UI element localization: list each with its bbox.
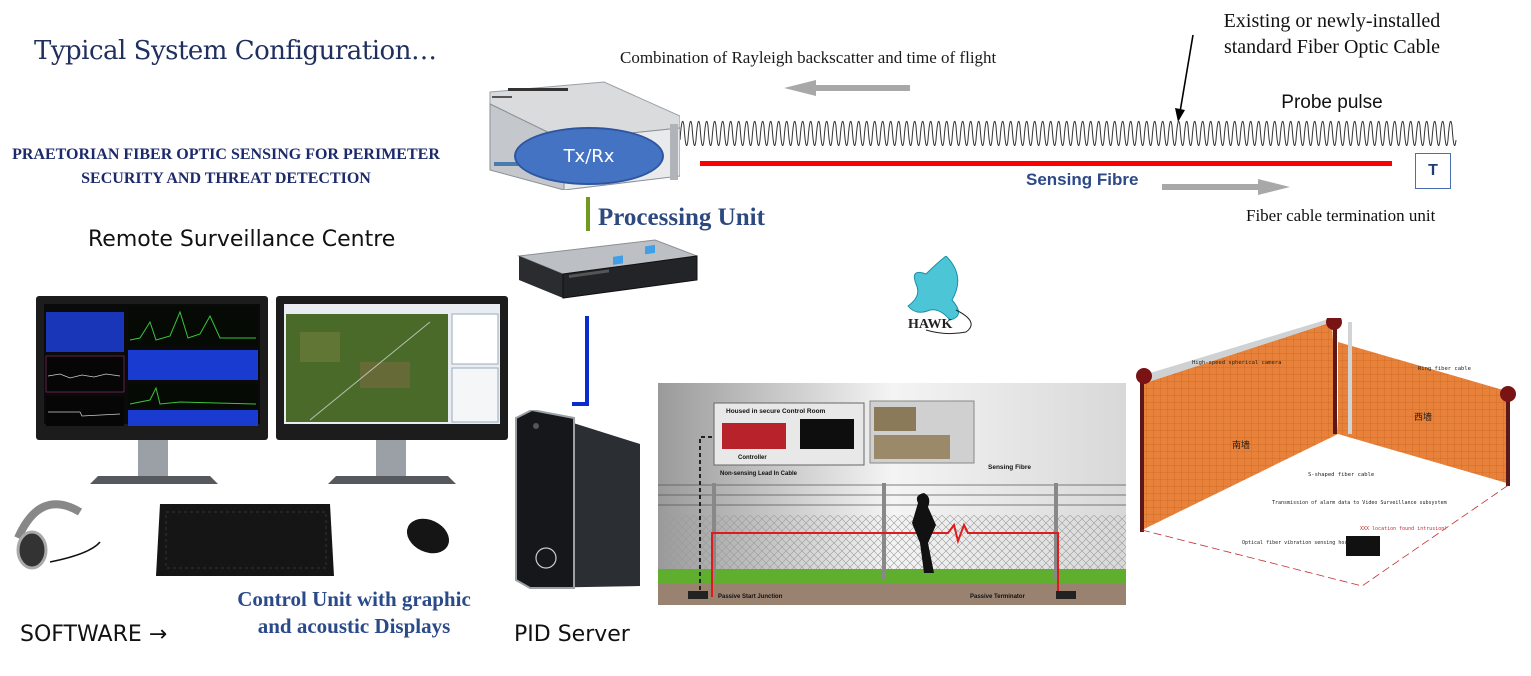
intrusion-alert-label: XXX location found intrusion! bbox=[1360, 526, 1447, 532]
south-wall-label: 南墙 bbox=[1232, 439, 1250, 451]
keyboard bbox=[156, 504, 334, 576]
cable-pointer-arrow-icon bbox=[1175, 34, 1194, 122]
txrx-ellipse: Tx/Rx bbox=[514, 127, 664, 185]
processing-unit-label: Processing Unit bbox=[598, 204, 765, 231]
terminator-label: Passive Terminator bbox=[970, 594, 1026, 600]
fence-diagram: Housed in secure Control Room Controller… bbox=[658, 383, 1126, 605]
sensing-host-label: Optical fiber vibration sensing host bbox=[1242, 540, 1350, 546]
processing-accent-bar bbox=[586, 197, 590, 231]
processing-server bbox=[517, 239, 698, 299]
transmission-label: Transmission of alarm data to Video Surv… bbox=[1272, 500, 1447, 506]
sensing-host-icon bbox=[1346, 536, 1380, 556]
probe-pulse-label: Probe pulse bbox=[1281, 92, 1383, 113]
control-unit-label: Control Unit with graphic and acoustic D… bbox=[237, 587, 471, 638]
slide-subtitle: PRAETORIAN FIBER OPTIC SENSING FOR PERIM… bbox=[12, 146, 440, 187]
mouse bbox=[406, 518, 450, 554]
control-room-label: Housed in secure Control Room bbox=[726, 408, 826, 415]
termination-unit-label: Fiber cable termination unit bbox=[1246, 206, 1436, 225]
probe-pulse-wave bbox=[679, 120, 1457, 147]
left-monitor bbox=[36, 296, 268, 484]
non-sensing-label: Non-sensing Lead In Cable bbox=[720, 471, 798, 477]
backscatter-label: Combination of Rayleigh backscatter and … bbox=[620, 48, 997, 67]
west-wall-label: 西墙 bbox=[1414, 411, 1432, 423]
sensing-arrow-icon bbox=[1162, 179, 1290, 195]
intruder-icon bbox=[912, 493, 936, 573]
connector-line-vertical bbox=[585, 316, 589, 406]
sensing-fibre-label: Sensing Fibre bbox=[1026, 170, 1139, 189]
camera-label: High-speed spherical camera bbox=[1192, 360, 1281, 366]
hawk-logo-text: HAWK bbox=[908, 317, 952, 332]
s-shaped-cable-label: S-shaped fiber cable bbox=[1308, 472, 1374, 478]
backscatter-arrow-icon bbox=[784, 80, 910, 96]
headphones bbox=[14, 500, 101, 570]
pid-server-label: PID Server bbox=[514, 622, 630, 647]
connector-line-horizontal bbox=[572, 402, 589, 406]
termination-box: T bbox=[1415, 153, 1451, 189]
fence-sensing-fibre-label: Sensing Fibre bbox=[988, 464, 1031, 471]
controller-label: Controller bbox=[738, 455, 767, 461]
start-junction-label: Passive Start Junction bbox=[718, 594, 783, 600]
wall-perimeter-diagram: High-speed spherical camera Ring fiber c… bbox=[1132, 318, 1528, 608]
fiber-cable-label: Existing or newly-installed standard Fib… bbox=[1223, 10, 1441, 58]
pid-server-tower bbox=[515, 410, 640, 589]
software-label: SOFTWARE → bbox=[20, 622, 168, 647]
ring-fiber-label: Ring fiber cable bbox=[1418, 366, 1471, 372]
remote-surveillance-label: Remote Surveillance Centre bbox=[88, 227, 396, 252]
sensing-fibre-line bbox=[700, 161, 1392, 166]
control-workstation bbox=[14, 296, 508, 576]
right-monitor bbox=[276, 296, 508, 484]
slide-title: Typical System Configuration… bbox=[34, 36, 437, 66]
hawk-logo: HAWK bbox=[907, 256, 972, 335]
